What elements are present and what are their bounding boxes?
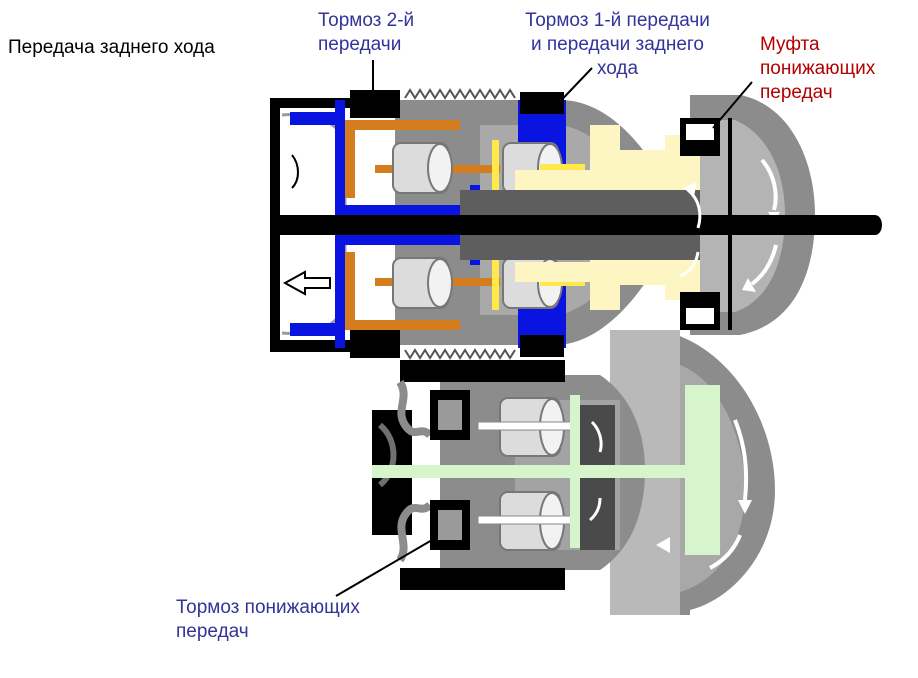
rotation-arrow-icon <box>679 251 700 278</box>
reverse-indicator-curve <box>291 154 299 189</box>
carrier-orange-top <box>345 120 460 198</box>
label-line: Тормоз 2-й <box>318 10 415 31</box>
lower-housing-top <box>400 360 565 382</box>
leader-clutch <box>712 81 753 129</box>
planet-pin-yellow-bottom <box>540 279 585 286</box>
planet-gear-top-left-face <box>427 143 453 193</box>
planet-pin-yellow-top <box>540 164 585 171</box>
brake2-pack-bottom <box>350 330 400 358</box>
label-line: передач <box>176 621 249 642</box>
lower-green-carrier <box>685 385 720 555</box>
clutch-pack-inner-top <box>686 124 714 140</box>
brake1-blue-frame-top <box>290 100 480 215</box>
label-line: хода <box>596 58 639 79</box>
rotation-arrow-icon <box>589 497 602 522</box>
lower-green-stub-bottom <box>570 478 580 548</box>
brake-reduction-wave-top <box>396 379 433 439</box>
brake-reduction-pack-bottom-inner <box>438 510 462 540</box>
label-reduction-clutch: Муфта понижающих передач <box>760 33 875 105</box>
clutch-pack-inner-bottom <box>686 308 714 324</box>
carrier-orange-bottom <box>345 252 460 330</box>
leader-brake1 <box>549 67 593 113</box>
lower-green-shaft <box>372 465 702 478</box>
label-line: Муфта <box>760 34 820 55</box>
cream-carrier-bottom <box>515 262 600 282</box>
arrow-head-icon <box>656 537 670 553</box>
label-brake-second-gear: Тормоз 2-й передачи <box>318 9 414 57</box>
rotation-arrow-icon <box>733 419 749 501</box>
lower-planet-pin-top <box>477 421 579 431</box>
brake1-blue-frame-bottom <box>290 235 480 348</box>
spring-coil-bottom <box>404 348 516 360</box>
shaft-sleeve-top <box>460 190 700 215</box>
rotation-arrow-icon <box>590 420 603 453</box>
arrow-head-icon <box>742 278 756 292</box>
spring-coil-top <box>404 88 516 100</box>
label-line: понижающих <box>760 58 876 79</box>
brake1-pack-bottom <box>520 335 564 357</box>
rotation-arrow-icon <box>760 158 778 211</box>
arrow-head-icon <box>683 182 697 196</box>
brake-reduction-wave-bottom <box>396 501 433 563</box>
arrow-head-icon <box>738 500 752 514</box>
brake2-pack-top <box>350 90 400 118</box>
rotation-arrow-icon <box>750 244 778 286</box>
label-line: Тормоз 1-й передачи <box>525 10 710 31</box>
reverse-output-arrow-icon <box>282 270 331 296</box>
planet-gear-bottom-left-face <box>427 258 453 308</box>
label-reduction-brake: Тормоз понижающих передач <box>176 596 360 644</box>
lower-housing-curve <box>377 422 397 488</box>
label-line: передач <box>760 82 833 103</box>
label-line: и передачи заднего <box>531 34 704 55</box>
main-shaft <box>275 215 875 235</box>
lower-green-stub-top <box>570 395 580 465</box>
lower-housing-bottom <box>400 568 565 590</box>
shaft-sleeve-bottom <box>460 235 700 260</box>
diagram-title: Передача заднего хода <box>8 37 215 58</box>
label-line: Тормоз понижающих <box>176 597 360 618</box>
leader-brake-reduction <box>335 539 433 597</box>
brake-reduction-pack-top-inner <box>438 400 462 430</box>
cream-carrier-top <box>515 170 600 190</box>
rotation-arrow-icon <box>709 534 742 570</box>
label-line: передачи <box>318 34 402 55</box>
label-brake-first-and-reverse: Тормоз 1-й передачи и передачи заднего х… <box>505 9 730 81</box>
main-shaft-end <box>868 215 882 235</box>
lower-planet-pin-bottom <box>477 515 579 525</box>
